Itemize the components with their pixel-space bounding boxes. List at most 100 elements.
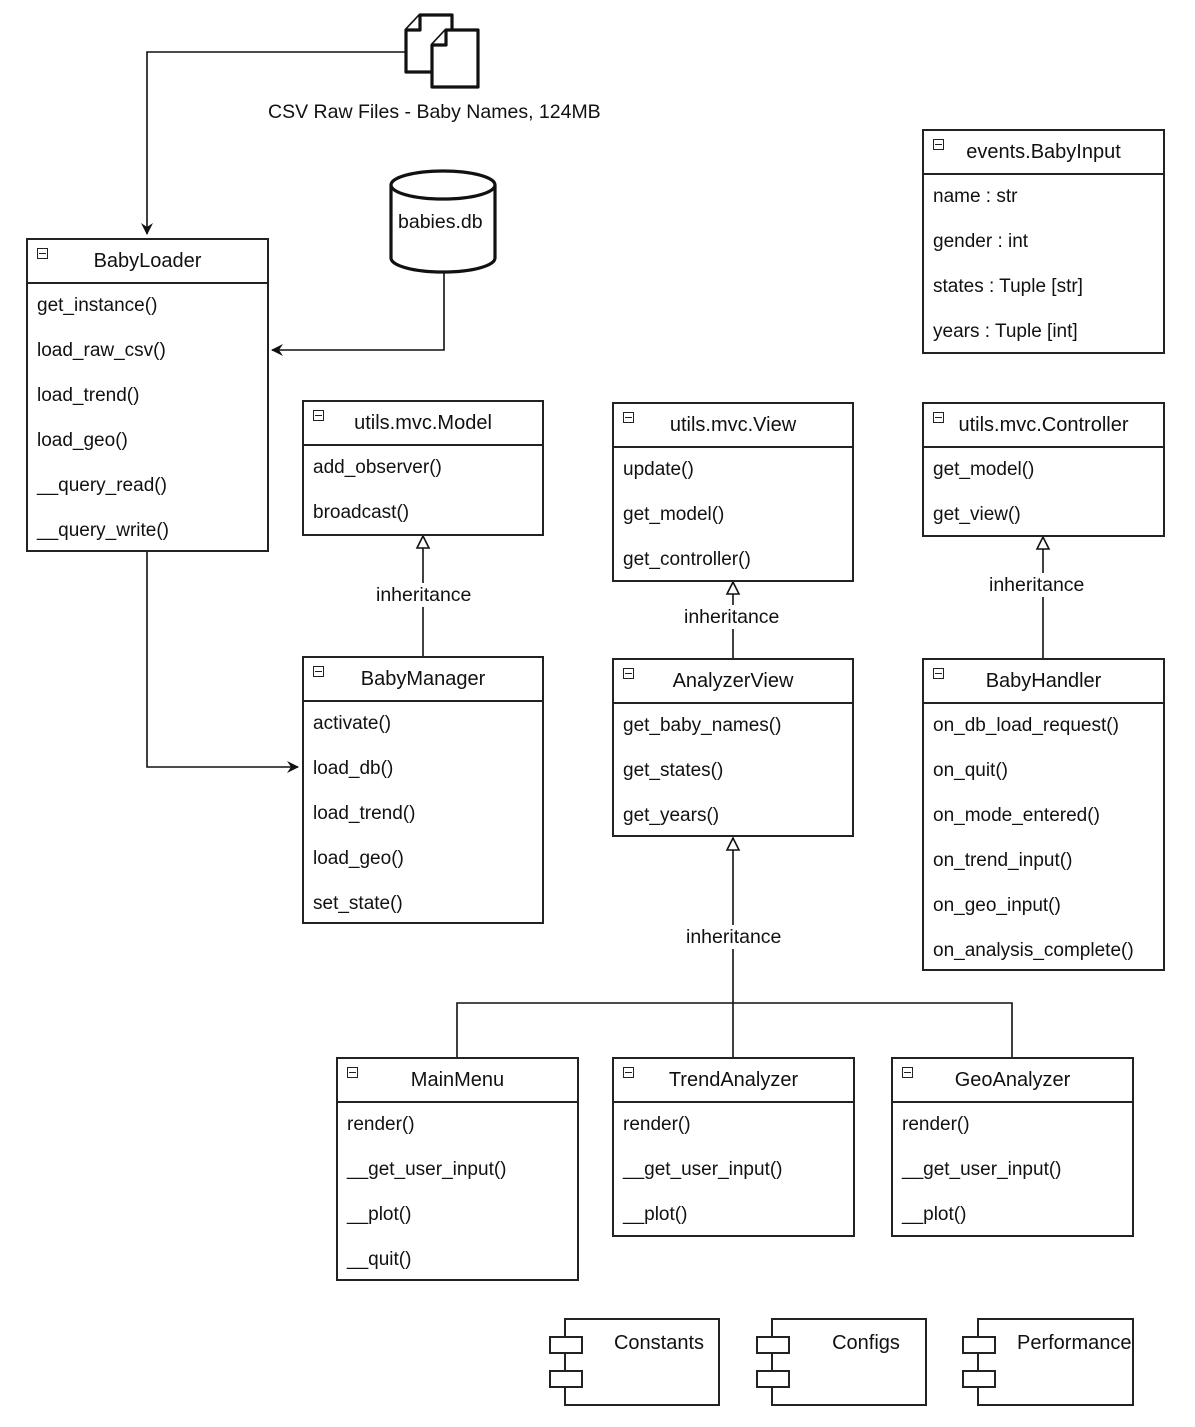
class-member: on_analysis_complete()	[933, 940, 1134, 961]
class-name: utils.mvc.Model	[354, 411, 492, 434]
component-performance[interactable]: Performance	[962, 1318, 1134, 1406]
class-name: TrendAnalyzer	[668, 1068, 799, 1091]
class-members: render() __get_user_input() __plot()	[614, 1103, 853, 1246]
class-member: get_controller()	[623, 549, 751, 570]
collapse-icon[interactable]	[347, 1067, 358, 1078]
class-member: gender : int	[933, 231, 1029, 252]
component-name: Performance	[1017, 1332, 1132, 1354]
class-member: on_mode_entered()	[933, 805, 1100, 826]
class-members: get_baby_names() get_states() get_years(…	[614, 704, 852, 847]
class-header: MainMenu	[338, 1059, 577, 1103]
class-header: GeoAnalyzer	[893, 1059, 1132, 1103]
collapse-icon[interactable]	[933, 139, 944, 150]
class-member: broadcast()	[313, 502, 410, 523]
class-member: years : Tuple [int]	[933, 321, 1078, 342]
class-member: on_quit()	[933, 760, 1008, 781]
class-name: utils.mvc.Controller	[958, 413, 1129, 436]
collapse-icon[interactable]	[623, 1067, 634, 1078]
class-member: render()	[902, 1114, 970, 1135]
collapse-icon[interactable]	[933, 412, 944, 423]
babyloader-to-babymanager-arrow	[146, 552, 299, 773]
class-geoanalyzer[interactable]: GeoAnalyzer render() __get_user_input() …	[891, 1057, 1134, 1237]
class-member: get_model()	[623, 504, 725, 525]
analyzer-inheritance-branches	[456, 1002, 1013, 1057]
class-member: __get_user_input()	[902, 1159, 1062, 1180]
class-member: load_trend()	[37, 385, 140, 406]
class-member: add_observer()	[313, 457, 442, 478]
class-member: name : str	[933, 186, 1018, 207]
component-icon	[756, 1336, 790, 1354]
db-to-babyloader-arrow	[271, 273, 445, 356]
class-member: activate()	[313, 713, 392, 734]
class-analyzerview[interactable]: AnalyzerView get_baby_names() get_states…	[612, 658, 854, 837]
class-header: TrendAnalyzer	[614, 1059, 853, 1103]
class-trendanalyzer[interactable]: TrendAnalyzer render() __get_user_input(…	[612, 1057, 855, 1237]
collapse-icon[interactable]	[313, 666, 324, 677]
inheritance-label-view: inheritance	[684, 605, 780, 629]
class-header: BabyManager	[304, 658, 542, 702]
class-mainmenu[interactable]: MainMenu render() __get_user_input() __p…	[336, 1057, 579, 1281]
collapse-icon[interactable]	[313, 410, 324, 421]
class-utils-mvc-model[interactable]: utils.mvc.Model add_observer() broadcast…	[302, 400, 544, 536]
class-utils-mvc-controller[interactable]: utils.mvc.Controller get_model() get_vie…	[922, 402, 1165, 537]
collapse-icon[interactable]	[933, 668, 944, 679]
component-icon	[962, 1370, 996, 1388]
class-members: add_observer() broadcast()	[304, 446, 542, 544]
class-name: MainMenu	[410, 1068, 505, 1091]
class-members: activate() load_db() load_trend() load_g…	[304, 702, 542, 935]
class-header: BabyLoader	[28, 240, 267, 284]
component-constants[interactable]: Constants	[549, 1318, 720, 1406]
document-files-icon	[404, 13, 480, 89]
collapse-icon[interactable]	[623, 668, 634, 679]
component-icon	[549, 1370, 583, 1388]
component-icon	[962, 1336, 996, 1354]
csv-files-caption: CSV Raw Files - Baby Names, 124MB	[268, 101, 601, 123]
class-member: update()	[623, 459, 694, 480]
class-member: load_geo()	[37, 430, 128, 451]
class-member: __plot()	[623, 1204, 688, 1225]
class-members: render() __get_user_input() __plot() __q…	[338, 1103, 577, 1291]
class-member: __get_user_input()	[347, 1159, 507, 1180]
collapse-icon[interactable]	[37, 248, 48, 259]
class-babymanager[interactable]: BabyManager activate() load_db() load_tr…	[302, 656, 544, 924]
cylinder-database-icon	[389, 169, 497, 274]
class-members: update() get_model() get_controller()	[614, 448, 852, 591]
model-inheritance-arrowhead	[415, 534, 431, 549]
class-member: render()	[347, 1114, 415, 1135]
class-member: load_db()	[313, 758, 394, 779]
class-member: on_db_load_request()	[933, 715, 1119, 736]
class-member: load_trend()	[313, 803, 416, 824]
class-members: name : str gender : int states : Tuple […	[924, 175, 1163, 363]
component-configs[interactable]: Configs	[756, 1318, 927, 1406]
database-label: babies.db	[398, 211, 483, 233]
controller-inheritance-arrowhead	[1035, 535, 1051, 550]
class-name: BabyLoader	[93, 249, 202, 272]
class-name: events.BabyInput	[966, 140, 1121, 163]
class-member: __query_read()	[37, 475, 167, 496]
component-icon	[549, 1336, 583, 1354]
class-member: __quit()	[347, 1249, 412, 1270]
class-babyhandler[interactable]: BabyHandler on_db_load_request() on_quit…	[922, 658, 1165, 971]
class-events-babyinput[interactable]: events.BabyInput name : str gender : int…	[922, 129, 1165, 354]
class-member: get_years()	[623, 805, 720, 826]
class-name: AnalyzerView	[672, 669, 794, 692]
csv-to-babyloader-arrow	[141, 51, 408, 235]
class-member: get_states()	[623, 760, 724, 781]
class-header: utils.mvc.Controller	[924, 404, 1163, 448]
class-members: get_instance() load_raw_csv() load_trend…	[28, 284, 267, 562]
class-member: get_view()	[933, 504, 1021, 525]
analyzer-inheritance-arrowhead	[725, 836, 741, 851]
collapse-icon[interactable]	[902, 1067, 913, 1078]
class-member: get_model()	[933, 459, 1035, 480]
class-name: BabyManager	[360, 667, 486, 690]
collapse-icon[interactable]	[623, 412, 634, 423]
class-members: get_model() get_view()	[924, 448, 1163, 546]
class-babyloader[interactable]: BabyLoader get_instance() load_raw_csv()…	[26, 238, 269, 552]
class-header: events.BabyInput	[924, 131, 1163, 175]
inheritance-label-analyzer: inheritance	[686, 925, 782, 949]
class-utils-mvc-view[interactable]: utils.mvc.View update() get_model() get_…	[612, 402, 854, 582]
view-inheritance-arrowhead	[725, 580, 741, 595]
component-name: Constants	[613, 1332, 705, 1354]
class-member: __query_write()	[37, 520, 169, 541]
